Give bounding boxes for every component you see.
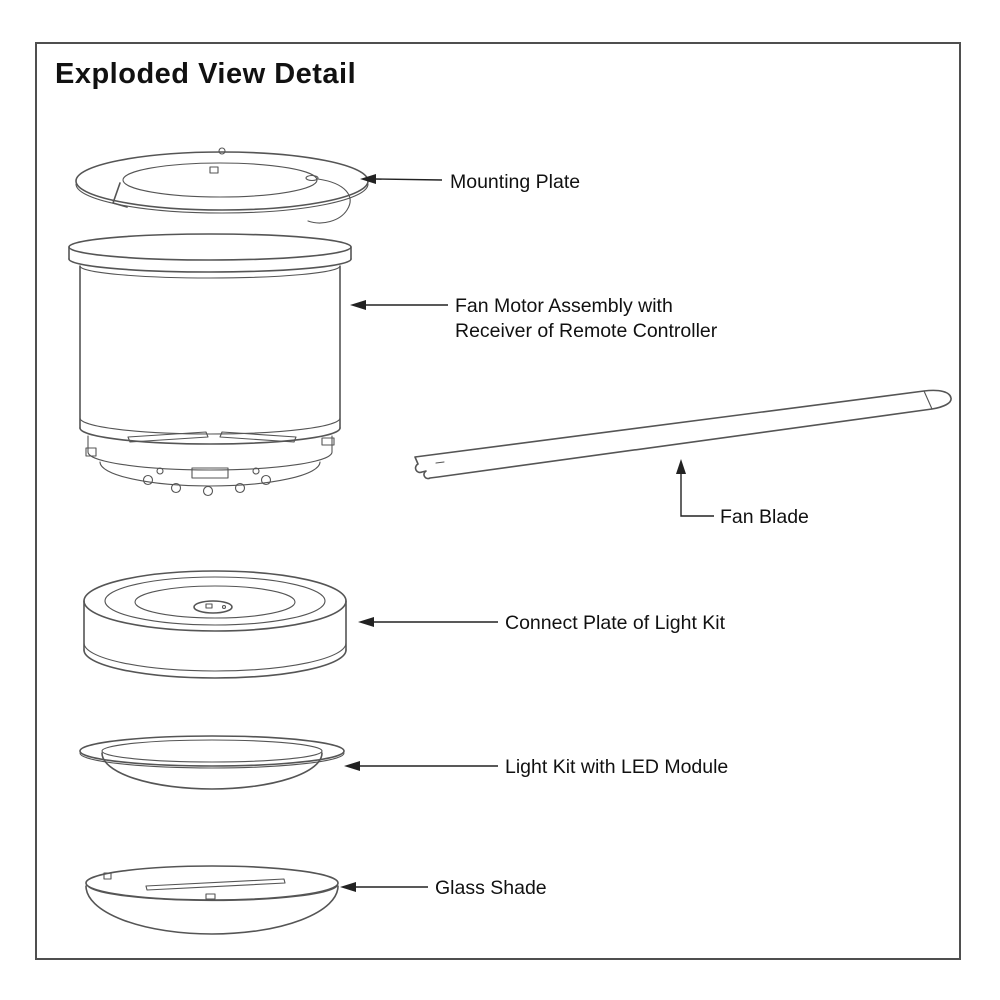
light-kit-label: Light Kit with LED Module — [505, 756, 728, 778]
screw — [260, 474, 272, 486]
glass-shade-arrow — [340, 882, 428, 892]
fan-blade-drawing — [414, 389, 952, 480]
diagram-title: Exploded View Detail — [55, 58, 357, 90]
vent-slot — [127, 431, 209, 443]
connect-plate-label: Connect Plate of Light Kit — [505, 612, 726, 634]
fan-blade-label: Fan Blade — [720, 506, 809, 528]
vent-slot — [219, 431, 297, 443]
connect-plate-arrow — [358, 617, 498, 627]
mounting-plate-drawing — [75, 147, 369, 224]
fan-motor-drawing — [68, 233, 352, 497]
screw — [142, 474, 154, 486]
screw — [170, 482, 182, 494]
fan-blade-arrow — [676, 459, 714, 517]
glass-shade-label: Glass Shade — [435, 877, 547, 899]
mounting-plate-arrow — [360, 174, 443, 184]
fan-motor-arrow — [350, 300, 448, 310]
mounting-hole — [218, 147, 226, 155]
fan-motor-label-line2: Receiver of Remote Controller — [455, 320, 718, 342]
mounting-bracket — [145, 878, 286, 891]
connect-plate-drawing — [83, 570, 347, 679]
wire — [307, 178, 351, 224]
diagram-border — [35, 42, 961, 960]
fan-motor-label-line1: Fan Motor Assembly with — [455, 295, 673, 317]
glass-shade-drawing — [85, 865, 339, 935]
mounting-plate-label: Mounting Plate — [450, 171, 580, 193]
screw — [202, 485, 214, 497]
light-kit-arrow — [344, 761, 498, 771]
light-kit-drawing — [79, 735, 345, 790]
screw — [234, 482, 246, 494]
hanging-hook — [112, 182, 128, 208]
center-hub — [193, 600, 233, 614]
